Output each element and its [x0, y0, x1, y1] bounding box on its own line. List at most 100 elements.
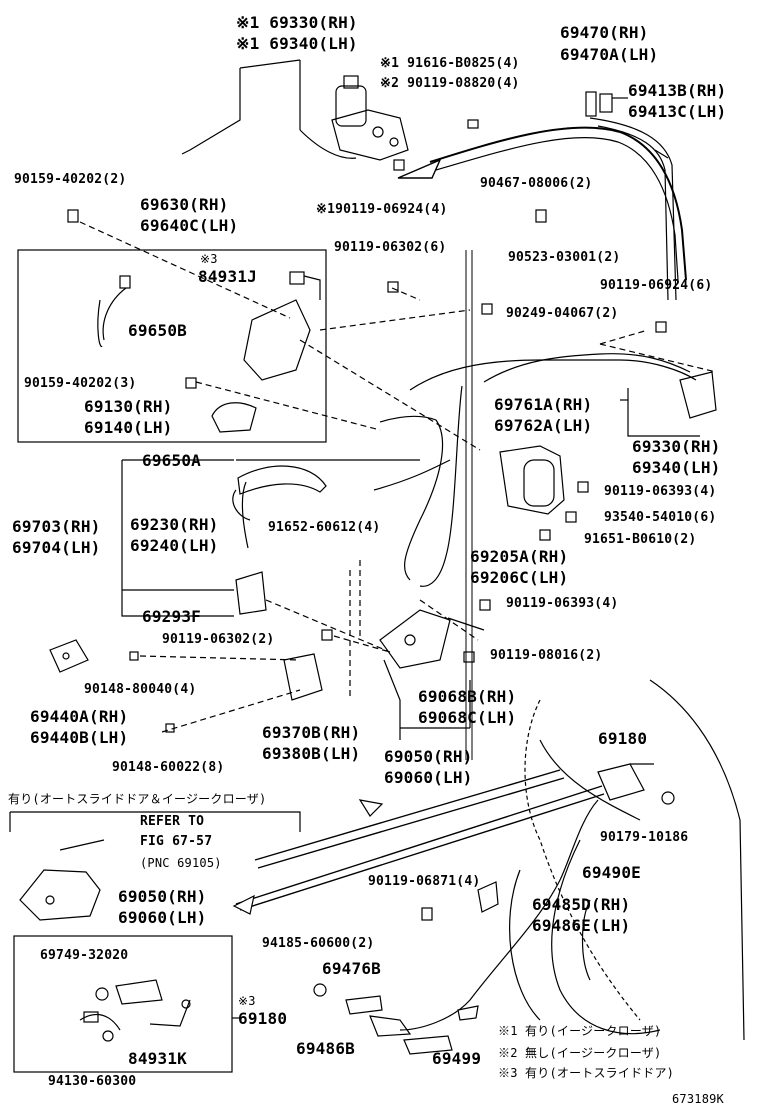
label-69499: 69499: [432, 1049, 482, 1068]
box-69180-parts-art: [79, 979, 191, 1042]
arrow-icon: [358, 799, 384, 817]
label-90523: 90523-03001(2): [508, 250, 621, 265]
label-90159-40202-top: 90159-40202(2): [14, 172, 127, 187]
label-69330rh-top: ※1 69330(RH): [236, 13, 358, 32]
label-90467: 90467-08006(2): [480, 176, 593, 191]
vehicle-body-lower: [509, 679, 745, 1041]
label-69180-right: 69180: [598, 729, 648, 748]
outer-handle: [237, 465, 327, 495]
label-69470alh: 69470A(LH): [560, 45, 659, 64]
label-69476b: 69476B: [322, 959, 381, 978]
label-69293f: 69293F: [142, 607, 201, 626]
label-jp-condition: 有り(オートスライドドア＆イージークローザ): [8, 792, 267, 806]
label-pnc: (PNC 69105): [140, 856, 222, 870]
hinge-69470: [585, 91, 628, 117]
label-69068clh: 69068C(LH): [418, 708, 517, 727]
label-69704lh: 69704(LH): [12, 538, 101, 557]
label-69060lh-b: 69060(LH): [118, 908, 207, 927]
label-91652: 91652-60612(4): [268, 520, 381, 535]
label-90119-08820: ※2 90119-08820(4): [380, 76, 520, 91]
dashed-leaders: [79, 221, 717, 733]
label-note3-b: ※3: [238, 994, 256, 1008]
label-note3: ※3 有り(オートスライドドア): [498, 1066, 675, 1080]
label-90119-06302-mid: 90119-06302(2): [162, 632, 275, 647]
label-90119-06924-right: 90119-06924(6): [600, 278, 713, 293]
label-69486elh: 69486E(LH): [532, 916, 631, 935]
inner-handle-assembly: [499, 371, 717, 515]
label-refer-to: REFER TO: [140, 814, 205, 829]
lower-rail: [232, 769, 605, 915]
label-69060lh-a: 69060(LH): [384, 768, 473, 787]
label-91616: ※1 91616-B0825(4): [380, 56, 520, 71]
refer-box-line: [10, 811, 301, 832]
label-94130: 94130-60300: [48, 1074, 137, 1089]
label-90148-60022: 90148-60022(8): [112, 760, 225, 775]
label-84931j: 84931J: [198, 267, 257, 286]
label-69440blh: 69440B(LH): [30, 728, 129, 747]
label-69340lh-right: 69340(LH): [632, 458, 721, 477]
bracket-69293: [235, 571, 267, 615]
label-69180-bottom: 69180: [238, 1009, 288, 1028]
label-90119-06302-top: 90119-06302(6): [334, 240, 447, 255]
label-69413clh: 69413C(LH): [628, 102, 727, 121]
lower-handle: [345, 995, 479, 1055]
label-69762alh: 69762A(LH): [494, 416, 593, 435]
label-91651: 91651-B0610(2): [584, 532, 697, 547]
part-69370: [283, 653, 323, 701]
upper-rail: [397, 126, 687, 281]
label-90179: 90179-10186: [600, 830, 689, 845]
label-note3-a: ※3: [200, 252, 218, 266]
cables-middle: [232, 250, 697, 760]
label-90119-08016: 90119-08016(2): [490, 648, 603, 663]
label-69640clh: 69640C(LH): [140, 216, 239, 235]
label-69240lh: 69240(LH): [130, 536, 219, 555]
box-69180-parts: [13, 935, 233, 1073]
label-69703rh: 69703(RH): [12, 517, 101, 536]
label-90119-06924-mid: ※190119-06924(4): [316, 202, 448, 217]
label-69650b: 69650B: [128, 321, 187, 340]
label-84931k: 84931K: [128, 1049, 187, 1068]
label-69630rh: 69630(RH): [140, 195, 229, 214]
label-69330rh-right: 69330(RH): [632, 437, 721, 456]
lock-69050-refer: [19, 839, 105, 921]
label-69340lh-top: ※1 69340(LH): [236, 34, 358, 53]
cable-69490e: [399, 799, 599, 1031]
label-fig: FIG 67-57: [140, 834, 213, 849]
part-69440: [49, 639, 89, 673]
bolt-icons: [67, 119, 675, 997]
label-69205arh: 69205A(RH): [470, 547, 569, 566]
label-90119-06393-a: 90119-06393(4): [604, 484, 717, 499]
leader-brackets: [121, 388, 700, 617]
label-90119-06393-b: 90119-06393(4): [506, 596, 619, 611]
label-94185: 94185-60600(2): [262, 936, 375, 951]
label-69470rh: 69470(RH): [560, 23, 649, 42]
label-note1: ※1 有り(イージークローザ): [498, 1024, 662, 1038]
figure-number: 673189K: [672, 1092, 724, 1106]
vehicle-body-upper: [589, 117, 677, 301]
label-69761arh: 69761A(RH): [494, 395, 593, 414]
label-69050rh-b: 69050(RH): [118, 887, 207, 906]
label-69206clh: 69206C(LH): [470, 568, 569, 587]
label-69140lh: 69140(LH): [84, 418, 173, 437]
label-69413brh: 69413B(RH): [628, 81, 727, 100]
label-69370brh: 69370B(RH): [262, 723, 361, 742]
label-69050rh-a: 69050(RH): [384, 747, 473, 766]
part-69180: [597, 763, 654, 801]
arrow-icon: [397, 158, 442, 179]
label-69485drh: 69485D(RH): [532, 895, 631, 914]
motor-unit: [181, 59, 409, 161]
label-69130rh: 69130(RH): [84, 397, 173, 416]
label-69490e: 69490E: [582, 863, 641, 882]
label-69230rh: 69230(RH): [130, 515, 219, 534]
label-69749: 69749-32020: [40, 948, 129, 963]
label-90119-06871: 90119-06871(4): [368, 874, 481, 889]
label-69380blh: 69380B(LH): [262, 744, 361, 763]
label-69440arh: 69440A(RH): [30, 707, 129, 726]
label-90159-40202-box: 90159-40202(3): [24, 376, 137, 391]
label-note2: ※2 無し(イージークローザ): [498, 1046, 662, 1060]
label-90148-80040: 90148-80040(4): [84, 682, 197, 697]
lock-69050: [379, 609, 485, 740]
label-90249: 90249-04067(2): [506, 306, 619, 321]
label-69068brh: 69068B(RH): [418, 687, 517, 706]
